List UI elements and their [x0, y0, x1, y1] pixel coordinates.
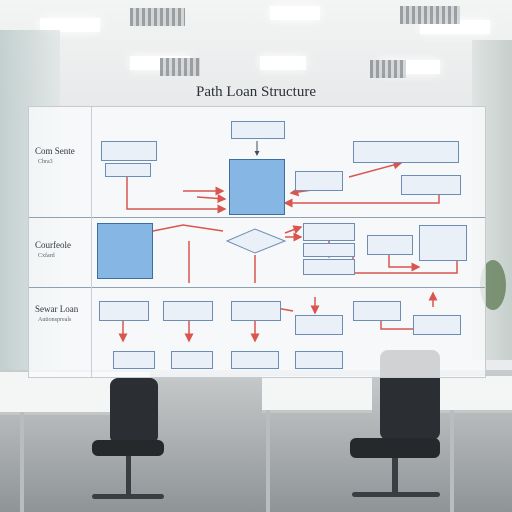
flowchart-panel: Com Sente Cbra3 Courfeole Cxfard Sewar L…: [28, 106, 486, 378]
process-box: [353, 301, 401, 321]
office-chair-base: [92, 494, 164, 499]
lane-divider: [91, 107, 92, 377]
decision-diamond: [225, 228, 287, 254]
process-box: [99, 301, 149, 321]
connector-arrow: [348, 160, 403, 178]
connector-arrow: [196, 193, 227, 203]
process-box: [231, 351, 279, 369]
process-box: [401, 175, 461, 195]
connector-arrow: [283, 191, 440, 208]
ceiling-light: [270, 6, 320, 20]
desk: [440, 376, 512, 413]
office-chair-post: [126, 456, 131, 496]
process-box: [231, 121, 285, 139]
process-box: [113, 351, 155, 369]
desk: [262, 376, 372, 413]
process-box: [413, 315, 461, 335]
office-chair-seat: [350, 438, 440, 458]
desk-leg: [266, 410, 270, 512]
process-box: [419, 225, 467, 261]
highlighted-process-box: [229, 159, 285, 215]
swimlane: [29, 217, 485, 288]
lane-label: Courfeole: [35, 240, 71, 250]
process-box: [303, 223, 355, 241]
ceiling-vent: [130, 8, 185, 26]
office-chair-post: [392, 458, 398, 494]
diagram-title: Path Loan Structure: [196, 84, 316, 100]
ceiling-light: [260, 56, 306, 70]
lane-sublabel: Cxfard: [38, 253, 55, 259]
process-box: [353, 141, 459, 163]
process-box: [105, 163, 151, 177]
ceiling-light: [40, 18, 100, 32]
process-box: [303, 259, 355, 275]
connector-arrow: [152, 224, 224, 232]
process-box: [163, 301, 213, 321]
process-box: [101, 141, 157, 161]
connector-arrow: [284, 225, 303, 234]
process-box: [231, 301, 281, 321]
process-box: [295, 171, 343, 191]
ceiling-vent: [370, 60, 406, 78]
ceiling-vent: [400, 6, 460, 24]
process-box: [295, 351, 343, 369]
lane-label: Com Sente: [35, 146, 75, 156]
process-box: [303, 243, 355, 257]
desk-leg: [450, 410, 454, 512]
office-chair: [110, 378, 158, 444]
lane-label: Sewar Loan: [35, 304, 79, 314]
ceiling-vent: [160, 58, 200, 76]
desk-leg: [20, 412, 24, 512]
process-box: [171, 351, 213, 369]
office-chair-seat: [92, 440, 164, 456]
lane-sublabel: Autionspreals: [38, 317, 72, 323]
office-chair-base: [352, 492, 440, 497]
process-box: [367, 235, 413, 255]
highlighted-process-box: [97, 223, 153, 279]
lane-sublabel: Cbra3: [38, 159, 53, 165]
process-box: [295, 315, 343, 335]
swimlane: [29, 107, 485, 218]
connector-arrow: [126, 169, 227, 214]
